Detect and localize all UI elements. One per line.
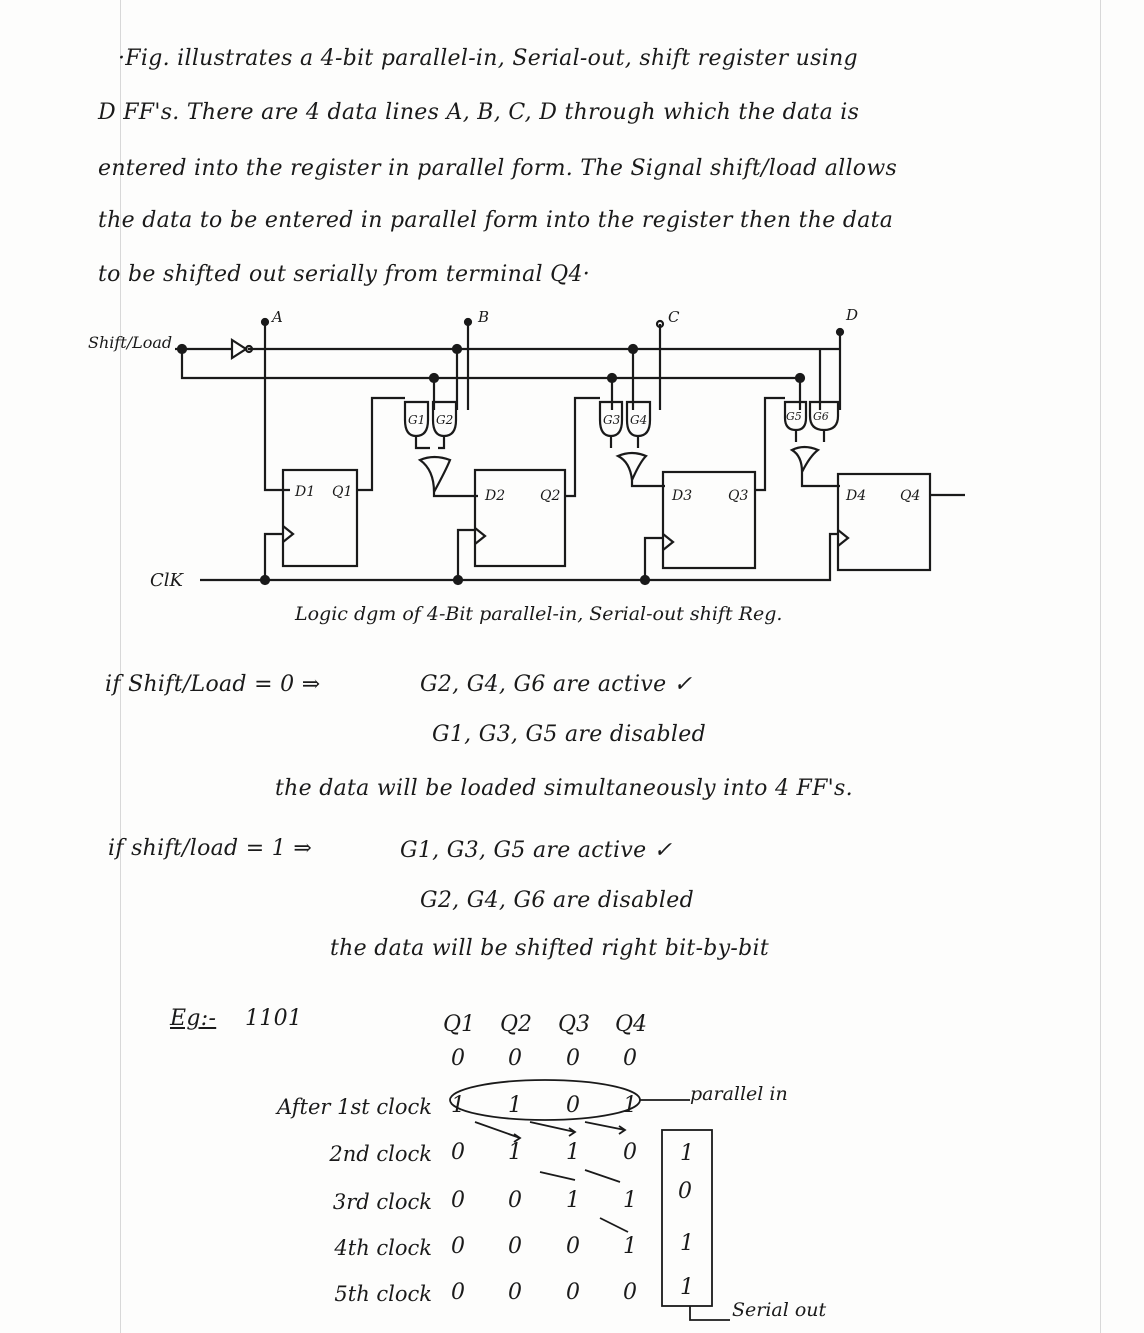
clk-label: ClK [150, 570, 185, 591]
serial-bit: 1 [680, 1275, 694, 1300]
gate-label: G5 [786, 410, 802, 423]
row-label: After 1st clock [276, 1095, 432, 1119]
table-cell: 0 [508, 1046, 522, 1071]
table-cell: 0 [566, 1234, 580, 1259]
table-cell: 1 [508, 1093, 522, 1118]
clock-line [200, 528, 838, 582]
intro-line: ·Fig. illustrates a 4-bit parallel-in, S… [118, 46, 858, 71]
serial-bit: 1 [680, 1141, 694, 1166]
gate-label: G1 [408, 413, 425, 427]
table-cell: 1 [566, 1140, 580, 1165]
flipflop-2 [473, 468, 567, 568]
row-label: 3rd clock [332, 1190, 432, 1214]
active-gates-1: G1, G3, G5 are active ✓ [400, 838, 673, 863]
buffer-gate [230, 337, 249, 361]
example-value: 1101 [245, 1006, 303, 1031]
col-header: Q3 [558, 1012, 591, 1037]
table-cell: 1 [508, 1140, 522, 1165]
input-label: D [845, 306, 858, 324]
serial-out-label: Serial out [732, 1299, 827, 1321]
table-cell: 0 [566, 1093, 580, 1118]
gate-label: G2 [436, 413, 453, 427]
input-C [655, 319, 665, 410]
parallel-in-ellipse [449, 1079, 641, 1121]
table-cell: 0 [451, 1188, 465, 1213]
gate-label: G6 [813, 410, 829, 423]
flipflop-4 [836, 472, 965, 572]
condition-1: if shift/load = 1 ⇒ [108, 836, 313, 861]
disabled-gates-1: G2, G4, G6 are disabled [420, 888, 694, 913]
margin-line [120, 0, 121, 1333]
gate-pair-G5-G6 [755, 396, 840, 492]
load-line [180, 349, 800, 380]
table-cell: 0 [623, 1280, 637, 1305]
row-label: 2nd clock [329, 1142, 432, 1166]
result-0: the data will be loaded simultaneously i… [275, 776, 853, 801]
intro-line: entered into the register in parallel fo… [98, 156, 898, 181]
col-header: Q1 [443, 1012, 476, 1037]
disabled-gates-0: G1, G3, G5 are disabled [432, 722, 706, 747]
flipflop-1 [281, 468, 359, 568]
table-cell: 0 [508, 1188, 522, 1213]
condition-0: if Shift/Load = 0 ⇒ [105, 672, 321, 697]
table-cell: 1 [623, 1188, 637, 1213]
row-label: 5th clock [334, 1282, 432, 1306]
ff-q-label: Q4 [900, 488, 920, 504]
table-cell: 0 [566, 1046, 580, 1071]
ff-q-label: Q2 [540, 488, 560, 504]
col-header: Q2 [500, 1012, 533, 1037]
col-header: Q4 [615, 1012, 648, 1037]
ff-d-label: D3 [671, 488, 692, 504]
table-cell: 0 [508, 1234, 522, 1259]
serial-bit: 0 [678, 1179, 692, 1204]
table-cell: 0 [623, 1140, 637, 1165]
gate-pair-G1-G2 [357, 396, 478, 498]
table-cell: 0 [566, 1280, 580, 1305]
intro-line: the data to be entered in parallel form … [98, 208, 894, 233]
input-D [835, 327, 845, 410]
ff-q-label: Q3 [728, 488, 748, 504]
table-cell: 1 [623, 1093, 637, 1118]
gate-label: G3 [603, 413, 621, 427]
input-A [260, 317, 290, 492]
intro-line: to be shifted out serially from terminal… [98, 262, 591, 287]
input-label: A [270, 308, 283, 326]
logic-diagram: Shift/Load ClK A B C D G1 G2 G3 G4 [88, 306, 965, 625]
result-1: the data will be shifted right bit-by-bi… [330, 936, 770, 961]
diagram-caption: Logic dgm of 4-Bit parallel-in, Serial-o… [294, 603, 782, 625]
table-cell: 1 [623, 1234, 637, 1259]
table-cell: 0 [451, 1280, 465, 1305]
shift-arrows [474, 1121, 629, 1233]
table-cell: 0 [623, 1046, 637, 1071]
table-cell: 1 [566, 1188, 580, 1213]
ff-d-label: D2 [484, 488, 505, 504]
margin-line [1100, 0, 1101, 1333]
gate-pair-G3-G4 [566, 396, 665, 498]
shift-load-label: Shift/Load [88, 333, 172, 352]
serial-bit: 1 [680, 1231, 694, 1256]
active-gates-0: G2, G4, G6 are active ✓ [420, 672, 693, 697]
serial-out-pointer [689, 1306, 730, 1321]
ff-d-label: D4 [845, 488, 866, 504]
table-cell: 0 [451, 1140, 465, 1165]
table-cell: 0 [508, 1280, 522, 1305]
gate-label: G4 [630, 413, 647, 427]
table-cell: 1 [451, 1093, 465, 1118]
input-label: C [668, 308, 680, 326]
inverter-bubble [244, 344, 254, 354]
ff-q-label: Q1 [332, 484, 352, 500]
example-label: Eg:- [170, 1006, 217, 1031]
serial-out-box [661, 1129, 713, 1307]
parallel-in-label: parallel in [690, 1083, 788, 1105]
input-B [463, 317, 473, 410]
input-label: B [477, 308, 489, 326]
flipflop-3 [661, 470, 757, 570]
ff-d-label: D1 [294, 484, 315, 500]
intro-line: D FF's. There are 4 data lines A, B, C, … [98, 100, 860, 125]
row-label: 4th clock [334, 1236, 432, 1260]
table-cell: 0 [451, 1234, 465, 1259]
table-cell: 0 [451, 1046, 465, 1071]
